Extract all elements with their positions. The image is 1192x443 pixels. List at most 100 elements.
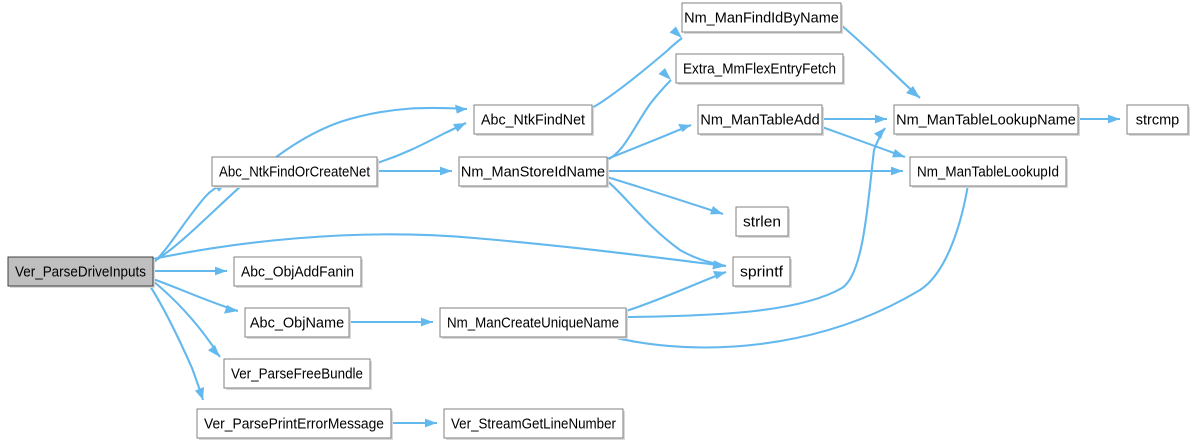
arrowhead-icon [224, 305, 238, 314]
node-box[interactable] [443, 408, 624, 439]
graph-edge [821, 126, 906, 158]
node-label: Ver_StreamGetLineNumber [451, 416, 616, 432]
node-box[interactable] [697, 104, 823, 135]
node-label: Abc_ObjName [250, 315, 344, 331]
arrowhead-icon [425, 418, 437, 428]
graph-node-nm_man_store_id_name[interactable]: Nm_ManStoreIdName [458, 156, 609, 188]
graph-edge [591, 26, 683, 109]
edge-line [821, 126, 906, 158]
arrowhead-icon [678, 124, 691, 132]
node-box[interactable] [439, 307, 627, 338]
graph-node-abc_ntk_find_net[interactable]: Abc_NtkFindNet [473, 104, 594, 136]
graph-node-nm_man_create_unique_name[interactable]: Nm_ManCreateUniqueName [439, 307, 628, 339]
node-label: Abc_NtkFindNet [481, 112, 585, 128]
graph-node-abc_ntk_find_or_create_net[interactable]: Abc_NtkFindOrCreateNet [211, 156, 379, 188]
arrowhead-icon [440, 166, 452, 176]
graph-edge [149, 285, 205, 401]
node-label: Nm_ManTableLookupId [917, 164, 1059, 180]
node-label: Nm_ManCreateUniqueName [447, 315, 619, 331]
graph-node-nm_man_table_lookup_id[interactable]: Nm_ManTableLookupId [909, 156, 1068, 188]
node-label: Nm_ManFindIdByName [684, 10, 839, 26]
graph-edge [606, 124, 692, 160]
node-box[interactable] [675, 53, 844, 84]
arrowhead-icon [906, 86, 920, 98]
graph-edge [606, 68, 672, 161]
arrowhead-icon [208, 345, 220, 357]
edge-line [376, 122, 467, 165]
graph-edge [377, 166, 452, 176]
arrowhead-icon [195, 387, 204, 400]
node-label: Ver_ParsePrintErrorMessage [204, 416, 384, 432]
graph-edge [840, 24, 921, 99]
graph-node-abc_obj_name[interactable]: Abc_ObjName [244, 307, 351, 339]
node-box[interactable] [223, 358, 371, 389]
node-box[interactable] [458, 156, 608, 187]
node-box[interactable] [909, 156, 1067, 187]
edge-line [606, 175, 724, 215]
graph-edge [152, 280, 221, 358]
edge-line [152, 106, 468, 263]
graph-node-abc_obj_add_fanin[interactable]: Abc_ObjAddFanin [233, 256, 363, 288]
arrowhead-icon [455, 104, 467, 114]
arrowhead-icon [658, 68, 671, 80]
arrowhead-icon [875, 114, 887, 124]
node-label: Nm_ManStoreIdName [461, 164, 605, 180]
node-box[interactable] [211, 156, 378, 187]
node-label: Ver_ParseDriveInputs [15, 264, 146, 280]
graph-node-strcmp[interactable]: strcmp [1126, 104, 1190, 136]
arrowhead-icon [713, 271, 726, 280]
edge-line [152, 278, 239, 313]
graph-edge [625, 271, 727, 312]
edges-layer [149, 24, 1120, 428]
graph-node-extra_mm_flex_entry_fetch[interactable]: Extra_MmFlexEntryFetch [675, 53, 845, 85]
edge-line [611, 184, 970, 349]
node-box[interactable] [233, 256, 362, 287]
node-box[interactable] [244, 307, 350, 338]
graph-edge [607, 166, 903, 176]
edge-line [591, 37, 683, 109]
graph-edge [152, 104, 468, 263]
graph-node-nm_man_find_id_by_name[interactable]: Nm_ManFindIdByName [681, 2, 843, 34]
node-box[interactable] [473, 104, 593, 135]
graph-node-nm_man_table_add[interactable]: Nm_ManTableAdd [697, 104, 824, 136]
arrowhead-icon [892, 149, 905, 158]
edge-line [152, 233, 727, 268]
node-label: Extra_MmFlexEntryFetch [683, 61, 836, 77]
graph-node-ver_parse_drive_inputs[interactable]: Ver_ParseDriveInputs [7, 256, 155, 288]
node-label: Abc_NtkFindOrCreateNet [219, 164, 370, 180]
node-box[interactable] [732, 256, 791, 287]
graph-edge [376, 122, 467, 165]
node-box[interactable] [196, 408, 392, 439]
node-label: strlen [743, 214, 781, 230]
node-box[interactable] [7, 256, 154, 287]
edge-line [605, 179, 727, 268]
arrowhead-icon [453, 123, 466, 132]
graph-edge [605, 179, 727, 270]
nodes-layer: Ver_ParseDriveInputs Abc_NtkFindOrCreateN… [7, 2, 1190, 440]
node-label: Abc_ObjAddFanin [241, 264, 354, 280]
node-box[interactable] [893, 104, 1079, 135]
graph-node-ver_stream_get_line_number[interactable]: Ver_StreamGetLineNumber [443, 408, 625, 440]
graph-edge [391, 418, 437, 428]
node-box[interactable] [681, 2, 842, 33]
arrowhead-icon [215, 266, 227, 276]
graph-node-ver_parse_print_error[interactable]: Ver_ParsePrintErrorMessage [196, 408, 393, 440]
node-label: Ver_ParseFreeBundle [231, 366, 363, 382]
edge-line [625, 127, 886, 319]
edge-line [625, 271, 727, 312]
graph-node-sprintf[interactable]: sprintf [732, 256, 792, 288]
node-box[interactable] [1126, 104, 1189, 135]
graph-node-strlen[interactable]: strlen [735, 206, 790, 238]
graph-edge [153, 266, 227, 276]
graph-edge [822, 114, 887, 124]
node-box[interactable] [735, 206, 789, 237]
edge-line [840, 24, 921, 99]
node-label: Nm_ManTableAdd [700, 112, 819, 128]
graph-node-nm_man_table_lookup_name[interactable]: Nm_ManTableLookupName [893, 104, 1080, 136]
arrowhead-icon [712, 260, 726, 270]
graph-node-ver_parse_free_bundle[interactable]: Ver_ParseFreeBundle [223, 358, 372, 390]
edge-line [606, 79, 672, 161]
graph-edge [152, 278, 239, 314]
arrowhead-icon [669, 26, 682, 38]
